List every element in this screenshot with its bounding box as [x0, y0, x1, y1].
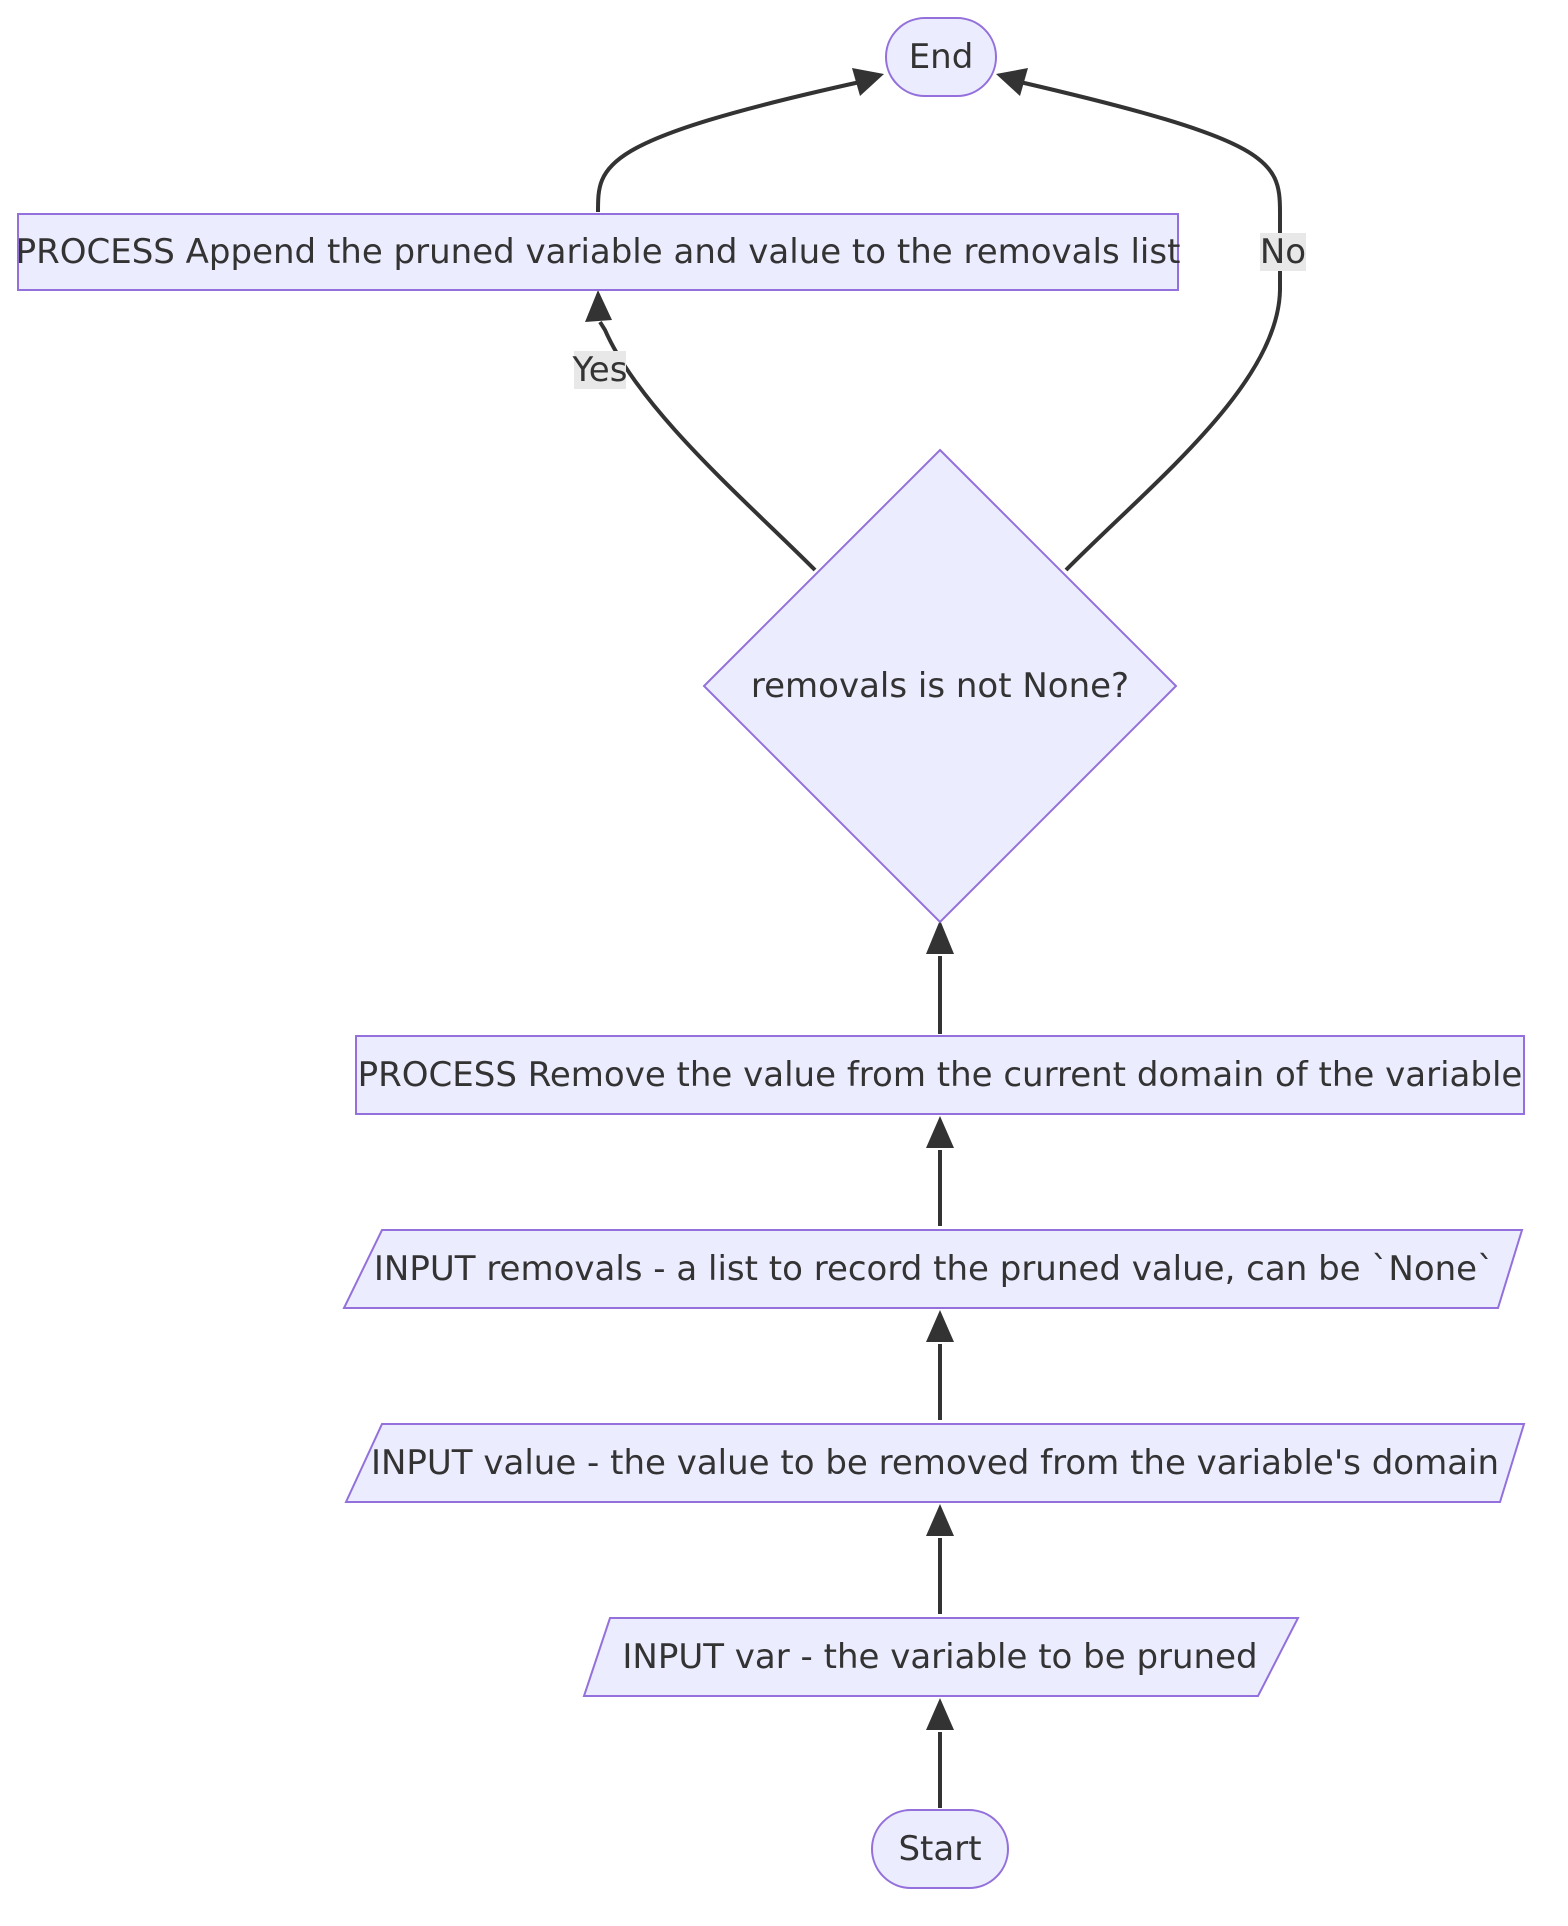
remove-process-label: PROCESS Remove the value from the curren… — [358, 1055, 1523, 1095]
arrow-head-decision — [926, 920, 954, 954]
start-node: Start — [871, 1809, 1009, 1889]
arrow-head-end-left — [852, 68, 884, 96]
edge-label-no-bg — [1260, 233, 1306, 271]
start-node-label: Start — [898, 1829, 981, 1869]
edge-label-yes-text: Yes — [572, 350, 628, 390]
remove-process-node: PROCESS Remove the value from the curren… — [355, 1035, 1525, 1115]
append-process-shape — [17, 213, 1179, 291]
arrow-head-input-value — [926, 1504, 954, 1536]
end-node-label: End — [909, 37, 974, 77]
edge-decision-to-append — [598, 320, 817, 572]
edges — [585, 68, 1282, 1808]
edge-decision-to-end — [1019, 80, 1282, 572]
arrow-head-input-var — [926, 1698, 954, 1730]
input-var-label: INPUT var - the variable to be pruned — [622, 1637, 1257, 1677]
decision-label: removals is not None? — [751, 666, 1129, 706]
input-var-shape — [582, 1617, 1300, 1697]
input-value-node: INPUT value - the value to be removed fr… — [344, 1423, 1526, 1503]
decision-node: removals is not None? — [702, 448, 1178, 924]
arrow-head-append — [585, 290, 612, 322]
edge-label-no: No — [1260, 232, 1306, 272]
remove-process-shape — [355, 1035, 1525, 1115]
input-var-node: INPUT var - the variable to be pruned — [582, 1617, 1300, 1697]
end-node: End — [885, 17, 997, 97]
arrow-head-input-removals — [926, 1310, 954, 1342]
append-process-node: PROCESS Append the pruned variable and v… — [16, 213, 1181, 291]
append-process-label: PROCESS Append the pruned variable and v… — [16, 232, 1181, 272]
input-removals-shape — [342, 1229, 1524, 1309]
edge-label-no-text: No — [1260, 232, 1306, 272]
decision-shape — [702, 448, 1178, 924]
input-value-label: INPUT value - the value to be removed fr… — [371, 1443, 1499, 1483]
input-removals-label: INPUT removals - a list to record the pr… — [374, 1249, 1494, 1289]
edge-label-yes-bg — [574, 351, 626, 389]
input-value-shape — [344, 1423, 1526, 1503]
end-node-shape — [885, 17, 997, 97]
arrow-head-end-right — [996, 68, 1028, 96]
edge-append-to-end — [596, 80, 861, 213]
input-removals-node: INPUT removals - a list to record the pr… — [342, 1229, 1524, 1309]
start-node-shape — [871, 1809, 1009, 1889]
arrow-head-remove — [926, 1116, 954, 1148]
edge-label-yes: Yes — [572, 350, 628, 390]
